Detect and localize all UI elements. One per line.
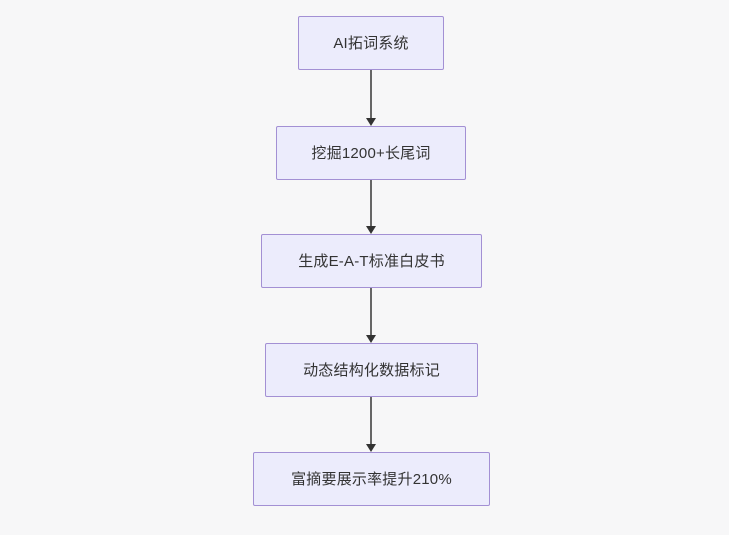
flowchart-node-dynamic-structured-data-markup[interactable]: 动态结构化数据标记 — [265, 343, 478, 397]
arrowhead-icon — [366, 444, 376, 452]
node-label: 动态结构化数据标记 — [303, 361, 440, 379]
node-label: 挖掘1200+长尾词 — [311, 144, 431, 162]
node-label: AI拓词系统 — [333, 34, 409, 52]
edge-line — [370, 397, 372, 445]
arrowhead-icon — [366, 226, 376, 234]
node-label: 富摘要展示率提升210% — [291, 470, 452, 488]
flowchart-node-rich-snippet-rate-increase[interactable]: 富摘要展示率提升210% — [253, 452, 490, 506]
flowchart-node-mine-longtail-keywords[interactable]: 挖掘1200+长尾词 — [276, 126, 466, 180]
arrowhead-icon — [366, 335, 376, 343]
node-label: 生成E-A-T标准白皮书 — [298, 252, 445, 270]
edge-n3-n4 — [366, 288, 376, 343]
flowchart-node-ai-keyword-system[interactable]: AI拓词系统 — [298, 16, 444, 70]
flowchart-node-generate-eat-whitepaper[interactable]: 生成E-A-T标准白皮书 — [261, 234, 482, 288]
edge-n4-n5 — [366, 397, 376, 452]
edge-n2-n3 — [366, 180, 376, 234]
edge-line — [370, 70, 372, 119]
edge-line — [370, 180, 372, 227]
edge-line — [370, 288, 372, 336]
arrowhead-icon — [366, 118, 376, 126]
edge-n1-n2 — [366, 70, 376, 126]
